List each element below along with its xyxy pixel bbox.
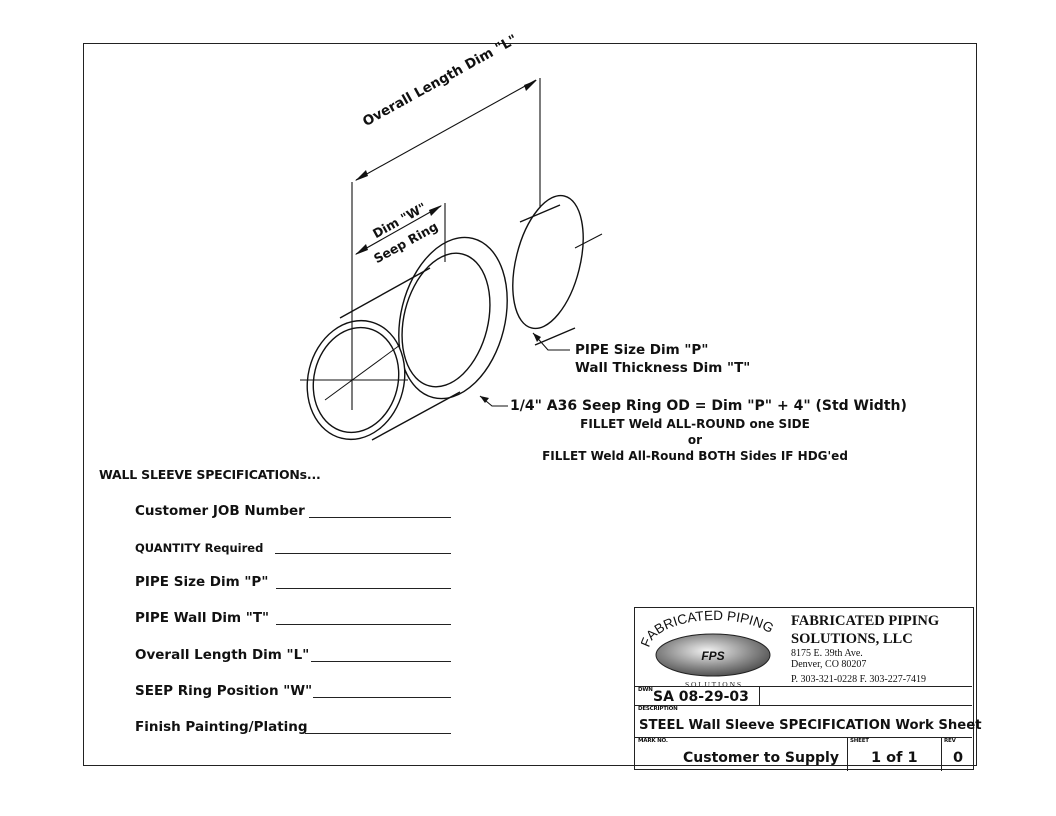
title-block: FABRICATED PIPING FPS S O L U T I O N S …: [634, 607, 982, 771]
spec-row-pipe-size: PIPE Size Dim "P": [135, 574, 268, 590]
divider: [635, 737, 972, 738]
description-value: STEEL Wall Sleeve SPECIFICATION Work She…: [639, 718, 982, 733]
fillet-note-2: FILLET Weld All-Round BOTH Sides IF HDG'…: [542, 449, 848, 463]
spec-fill-line-overall-length[interactable]: [311, 661, 451, 662]
divider: [635, 686, 972, 687]
spec-fill-line-job-number[interactable]: [309, 517, 451, 518]
mark-no-value: Customer to Supply: [683, 750, 839, 766]
company-logo: FABRICATED PIPING FPS S O L U T I O N S: [641, 610, 776, 689]
logo-initials: FPS: [701, 649, 724, 663]
mark-no-label: MARK NO.: [638, 738, 668, 744]
sheet-border: [83, 43, 977, 766]
divider: [847, 737, 848, 771]
dwn-label: DWN: [638, 687, 653, 693]
rev-label: REV: [944, 738, 956, 744]
sheet-label: SHEET: [850, 738, 869, 744]
spec-row-finish: Finish Painting/Plating: [135, 719, 308, 735]
divider: [759, 686, 760, 705]
divider: [941, 737, 942, 771]
spec-label: Overall Length Dim "L": [135, 647, 310, 663]
company-address-2: Denver, CO 80207: [791, 659, 867, 670]
spec-label: QUANTITY Required: [135, 541, 264, 555]
company-address-1: 8175 E. 39th Ave.: [791, 648, 863, 659]
pipe-size-label: PIPE Size Dim "P": [575, 342, 709, 358]
spec-row-seep-ring: SEEP Ring Position "W": [135, 683, 312, 699]
spec-fill-line-finish[interactable]: [305, 733, 451, 734]
spec-fill-line-seep-ring[interactable]: [313, 697, 451, 698]
spec-fill-line-pipe-wall[interactable]: [276, 624, 451, 625]
wall-thickness-label: Wall Thickness Dim "T": [575, 360, 751, 376]
company-name: FABRICATED PIPING SOLUTIONS, LLC: [791, 613, 940, 647]
seep-ring-note: 1/4" A36 Seep Ring OD = Dim "P" + 4" (St…: [510, 398, 907, 414]
description-label: DESCRIPTION: [638, 706, 678, 712]
rev-value: 0: [953, 750, 964, 766]
fillet-note-or: or: [687, 433, 703, 447]
spec-label: SEEP Ring Position "W": [135, 683, 313, 699]
spec-label: PIPE Wall Dim "T": [135, 610, 270, 626]
spec-row-job-number: Customer JOB Number: [135, 503, 305, 519]
spec-row-quantity: QUANTITY Required: [135, 541, 263, 555]
spec-label: PIPE Size Dim "P": [135, 574, 269, 590]
company-phone: P. 303-321-0228 F. 303-227-7419: [791, 674, 927, 685]
specs-title: WALL SLEEVE SPECIFICATIONs...: [99, 467, 321, 482]
spec-row-pipe-wall: PIPE Wall Dim "T": [135, 610, 269, 626]
spec-label: Customer JOB Number: [135, 503, 305, 519]
logo-solutions-text: S O L U T I O N S: [685, 680, 741, 689]
divider: [635, 705, 972, 706]
dwn-value: SA 08-29-03: [653, 689, 749, 705]
spec-fill-line-quantity[interactable]: [275, 553, 451, 554]
spec-fill-line-pipe-size[interactable]: [276, 588, 451, 589]
fillet-note-1: FILLET Weld ALL-ROUND one SIDE: [580, 417, 810, 431]
sheet-value: 1 of 1: [871, 750, 918, 766]
spec-row-overall-length: Overall Length Dim "L": [135, 647, 309, 663]
spec-label: Finish Painting/Plating: [135, 719, 308, 735]
